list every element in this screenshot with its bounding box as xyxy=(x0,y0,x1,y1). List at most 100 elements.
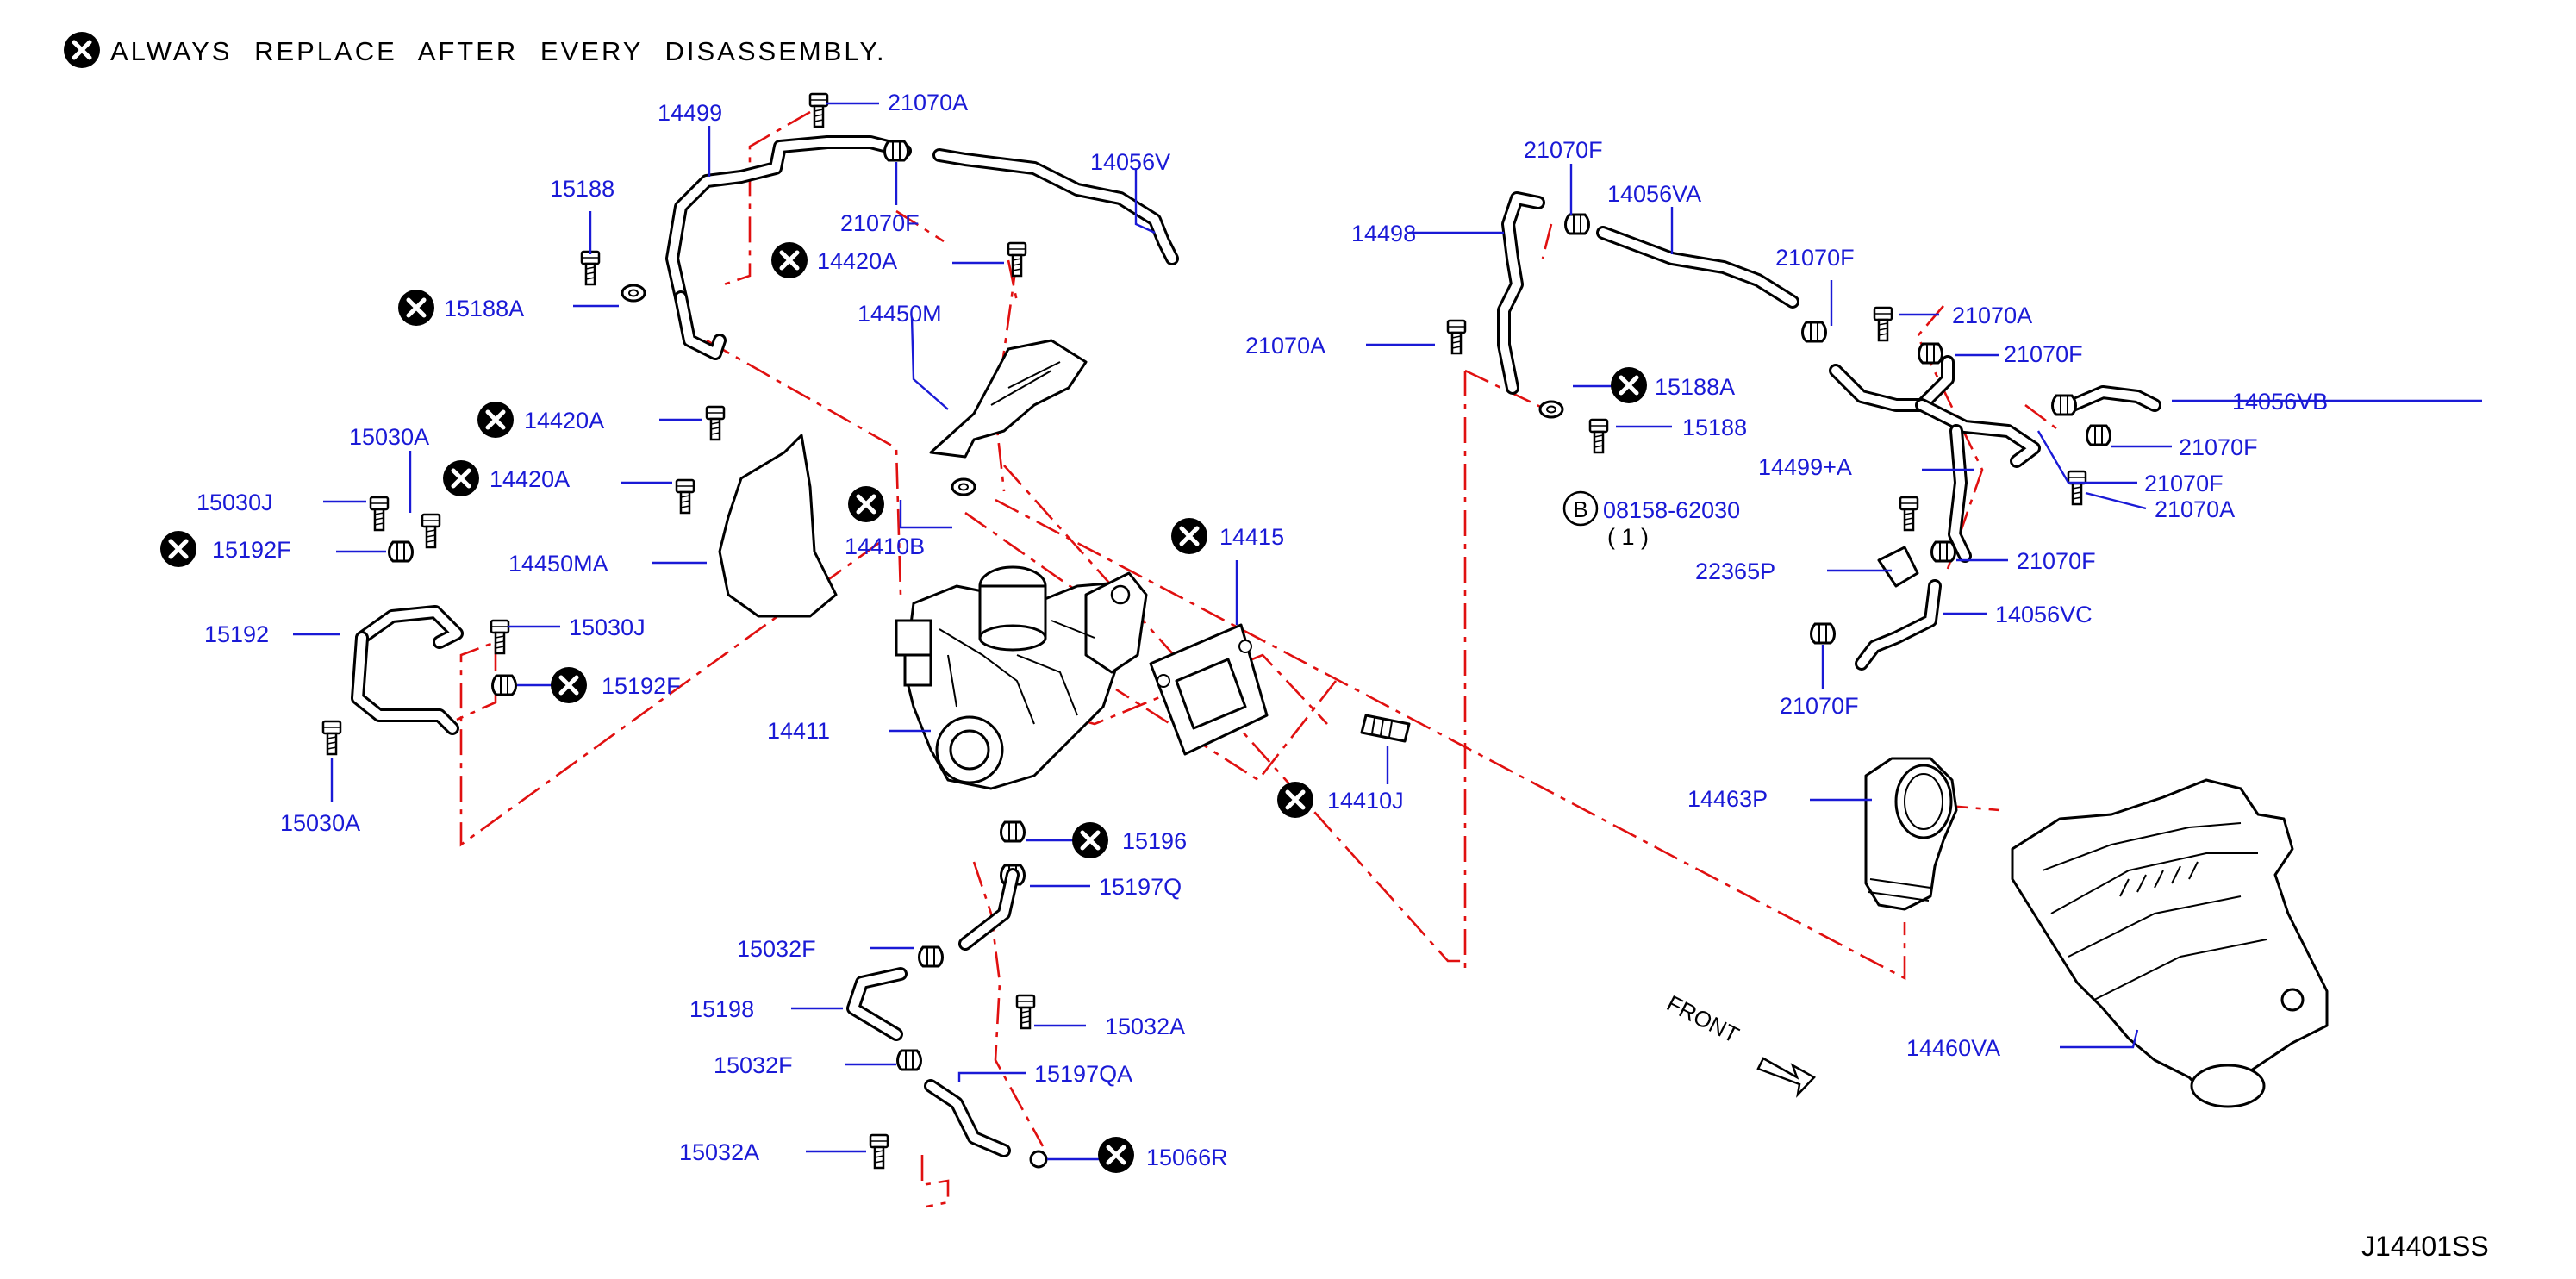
bolt-15030J-mid-icon xyxy=(490,619,510,655)
replace-symbol-icon xyxy=(64,32,100,68)
part-label: 15032A xyxy=(679,1139,759,1165)
part-label: 14420A xyxy=(524,408,604,434)
part-label: 15030J xyxy=(569,615,646,640)
part-label: 21070A xyxy=(2155,496,2235,522)
water-tube-14498 xyxy=(1497,191,1545,395)
part-label: 21070F xyxy=(2179,434,2258,460)
part-label: 14499 xyxy=(658,100,722,126)
part-label: 15032A xyxy=(1105,1014,1185,1039)
callout-part-number: 08158-62030 xyxy=(1603,497,1740,523)
washer-15188A-icon xyxy=(621,284,646,303)
part-label: 14056VC xyxy=(1995,602,2093,627)
callout-quantity: ( 1 ) xyxy=(1607,524,1649,550)
clamp-21070F-r2-icon xyxy=(1801,321,1827,343)
replace-15188A-right-icon xyxy=(1611,367,1647,403)
part-label: 15192F xyxy=(212,537,291,563)
water-hose-15198 xyxy=(846,967,908,1041)
part-label: 14450MA xyxy=(508,551,608,577)
bolt-callout: B 08158-62030 ( 1 ) xyxy=(1562,490,1740,550)
replace-15192F-mid-icon xyxy=(551,667,587,703)
part-label: 15032F xyxy=(714,1052,793,1078)
bolt-08158-62030-icon xyxy=(1899,496,1919,532)
turbocharger-14411 xyxy=(895,565,1148,790)
bolt-15032A-a-icon xyxy=(1015,994,1036,1030)
oil-feed-tube-14499 xyxy=(665,135,912,360)
part-label: 21070F xyxy=(1780,693,1859,719)
part-label: 15188 xyxy=(550,176,614,202)
part-label: 14420A xyxy=(817,248,897,274)
replace-14415-icon xyxy=(1171,518,1207,554)
heat-shield-14450MA xyxy=(718,434,838,618)
replace-14410J-icon xyxy=(1277,782,1313,818)
water-hose-14056V xyxy=(932,148,1179,265)
part-label: 15188 xyxy=(1682,415,1747,440)
clamp-21070F-r5-icon xyxy=(2086,424,2111,446)
part-label: 14056V xyxy=(1090,149,1170,175)
water-hose-15197Q xyxy=(958,868,1020,951)
part-label: 15032F xyxy=(737,936,816,962)
bolt-15188-right-icon xyxy=(1588,418,1609,454)
assembly-guide-lines xyxy=(456,110,2061,1208)
bolt-15032A-b-icon xyxy=(869,1133,889,1170)
bolt-15188-icon xyxy=(580,250,601,286)
replace-14420A-a-icon xyxy=(477,402,514,438)
part-label: 15198 xyxy=(689,996,754,1022)
washer-15192F-top-icon xyxy=(388,540,414,563)
bolt-15030J-top-icon xyxy=(369,496,390,532)
part-label: 15197QA xyxy=(1034,1061,1132,1087)
gasket-14415 xyxy=(1149,623,1269,756)
bolt-21070A-r1-icon xyxy=(1446,319,1467,355)
clamp-21070F-icon xyxy=(883,140,909,162)
water-hose-14056VC xyxy=(1855,579,1942,671)
part-label: 14415 xyxy=(1219,524,1284,550)
water-hose-14056VB xyxy=(2066,385,2161,412)
replace-14420A-top-icon xyxy=(771,242,808,278)
part-label: 14463P xyxy=(1687,786,1768,812)
part-label: 15188A xyxy=(1655,374,1735,400)
stud-14410J xyxy=(1360,714,1411,743)
part-label: 22365P xyxy=(1695,558,1775,584)
front-arrow-icon xyxy=(1756,1057,1817,1098)
part-label: 21070F xyxy=(2017,548,2096,574)
part-label: 21070F xyxy=(2004,341,2083,367)
sensor-22365P xyxy=(1877,546,1919,588)
part-label: 14498 xyxy=(1351,221,1416,246)
part-label: 15196 xyxy=(1122,828,1187,854)
replace-15196-icon xyxy=(1072,822,1108,858)
clamp-21070F-r7-icon xyxy=(1810,622,1836,645)
front-label: FRONT xyxy=(1662,990,1743,1048)
part-label: 21070F xyxy=(840,210,920,236)
bolt-14420A-b-icon xyxy=(675,478,695,515)
part-label: 14420A xyxy=(490,466,570,492)
oil-tube-15192 xyxy=(351,605,464,735)
gasket-14410B-icon xyxy=(951,477,976,496)
part-label: 14056VA xyxy=(1607,181,1701,207)
part-label: 21070A xyxy=(1245,333,1325,359)
leader-lines xyxy=(293,102,2482,1161)
air-inlet-tube-14460VA xyxy=(2011,778,2329,1108)
clamp-21070F-r4-icon xyxy=(2051,394,2077,416)
clamp-21070F-r1-icon xyxy=(1564,213,1590,235)
part-label: 21070F xyxy=(1524,137,1603,163)
clamp-15032F-a-icon xyxy=(918,945,944,968)
part-labels: 14499 21070A 21070F 14056V 15188 15188A … xyxy=(196,90,2328,1170)
heat-shield-14450M xyxy=(929,339,1088,459)
part-label: 21070A xyxy=(888,90,968,115)
clamp-21070F-r6-icon xyxy=(1930,540,1956,563)
part-label: 15066R xyxy=(1146,1145,1228,1170)
part-label: 21070F xyxy=(1775,245,1855,271)
replace-15066R-icon xyxy=(1098,1137,1134,1173)
part-label: 14056VB xyxy=(2232,389,2328,415)
part-label: 14410J xyxy=(1327,788,1404,814)
part-label: 15197Q xyxy=(1099,874,1182,900)
washer-15188A-right-icon xyxy=(1538,400,1564,419)
part-label: 14499+A xyxy=(1758,454,1852,480)
replace-14420A-b-icon xyxy=(443,460,479,496)
bolt-14420A-a-icon xyxy=(705,405,726,441)
part-label: 21070F xyxy=(2144,471,2224,496)
washer-15192F-mid-icon xyxy=(491,674,517,696)
gasket-15196-icon xyxy=(1000,820,1026,843)
air-duct-14463P xyxy=(1864,757,1958,911)
part-label: 21070A xyxy=(1952,303,2032,328)
